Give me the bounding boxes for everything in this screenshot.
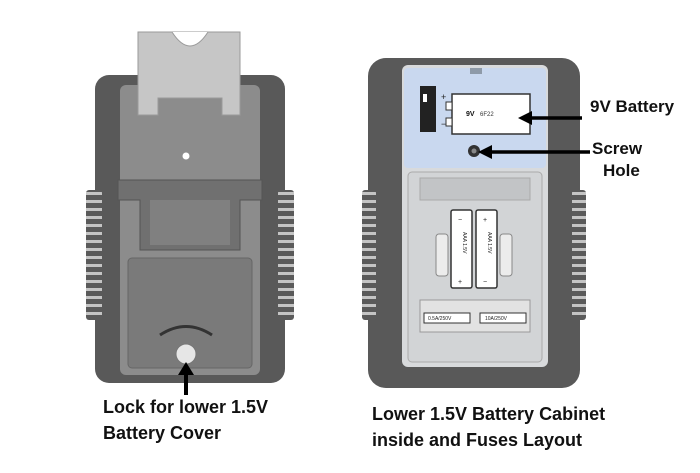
left-caption-line1: Lock for lower 1.5V: [103, 397, 269, 417]
aaa-battery-1: AAA 1.5V − +: [450, 209, 473, 289]
cover-lock-screw: [175, 343, 197, 365]
bracket-window: [150, 200, 230, 245]
right-spring-clip: [499, 233, 513, 277]
aaa-battery-2-plus: +: [483, 217, 487, 224]
aaa-battery-2-minus: −: [483, 279, 487, 286]
right-caption-line1: Lower 1.5V Battery Cabinet: [372, 404, 606, 424]
fuse-1: [423, 312, 471, 324]
battery-arrow-head: [518, 111, 532, 125]
screw-hole-callout-line1: Screw: [592, 139, 643, 158]
stand-hanger-notch: [171, 31, 209, 47]
left-caption-line2: Battery Cover: [103, 423, 222, 443]
fuse-1-label: 0.5A/250V: [428, 316, 452, 322]
cabinet-ledge: [419, 177, 531, 201]
battery-9v-callout: 9V Battery: [590, 97, 675, 116]
screw-arrow-head: [478, 145, 492, 159]
battery-9v-model: 6F22: [480, 112, 494, 118]
right-grip-ridges-open: [572, 190, 586, 320]
lock-arrow-head: [178, 362, 194, 375]
aaa-battery-1-plus: +: [458, 279, 462, 286]
fuse-2: [479, 312, 527, 324]
aaa-battery-1-minus: −: [458, 217, 462, 224]
battery-9v-clip: [420, 86, 436, 132]
battery-9v-voltage: 9V: [466, 111, 475, 118]
aaa-battery-2-label: AAA 1.5V: [486, 232, 492, 254]
cover-pin-hole: [182, 152, 190, 160]
battery-9v-minus: −: [441, 119, 446, 129]
right-grip-ridges: [278, 190, 294, 320]
tilt-stand: [137, 31, 241, 116]
aaa-battery-1-label: AAA 1.5V: [461, 232, 467, 254]
battery-9v: + − 9V 6F22: [420, 86, 531, 135]
right-caption-line2: inside and Fuses Layout: [372, 430, 583, 450]
left-spring-clip: [435, 233, 449, 277]
left-grip-ridges-open: [362, 190, 376, 320]
meter-back-view: [86, 31, 294, 395]
screw-hole-callout-line2: Hole: [603, 161, 640, 180]
battery-9v-plus: +: [441, 92, 446, 102]
battery-9v-body: [451, 93, 531, 135]
left-grip-ridges: [86, 190, 102, 320]
cover-latch-arc: [159, 325, 213, 337]
fuse-2-label: 10A/250V: [485, 316, 508, 322]
top-tab: [470, 68, 482, 74]
meter-open-view: + − 9V 6F22 AAA 1.5V − + AAA 1.5V +: [362, 58, 590, 388]
aaa-battery-2: AAA 1.5V + −: [475, 209, 498, 289]
lower-cover-section: [127, 257, 253, 369]
